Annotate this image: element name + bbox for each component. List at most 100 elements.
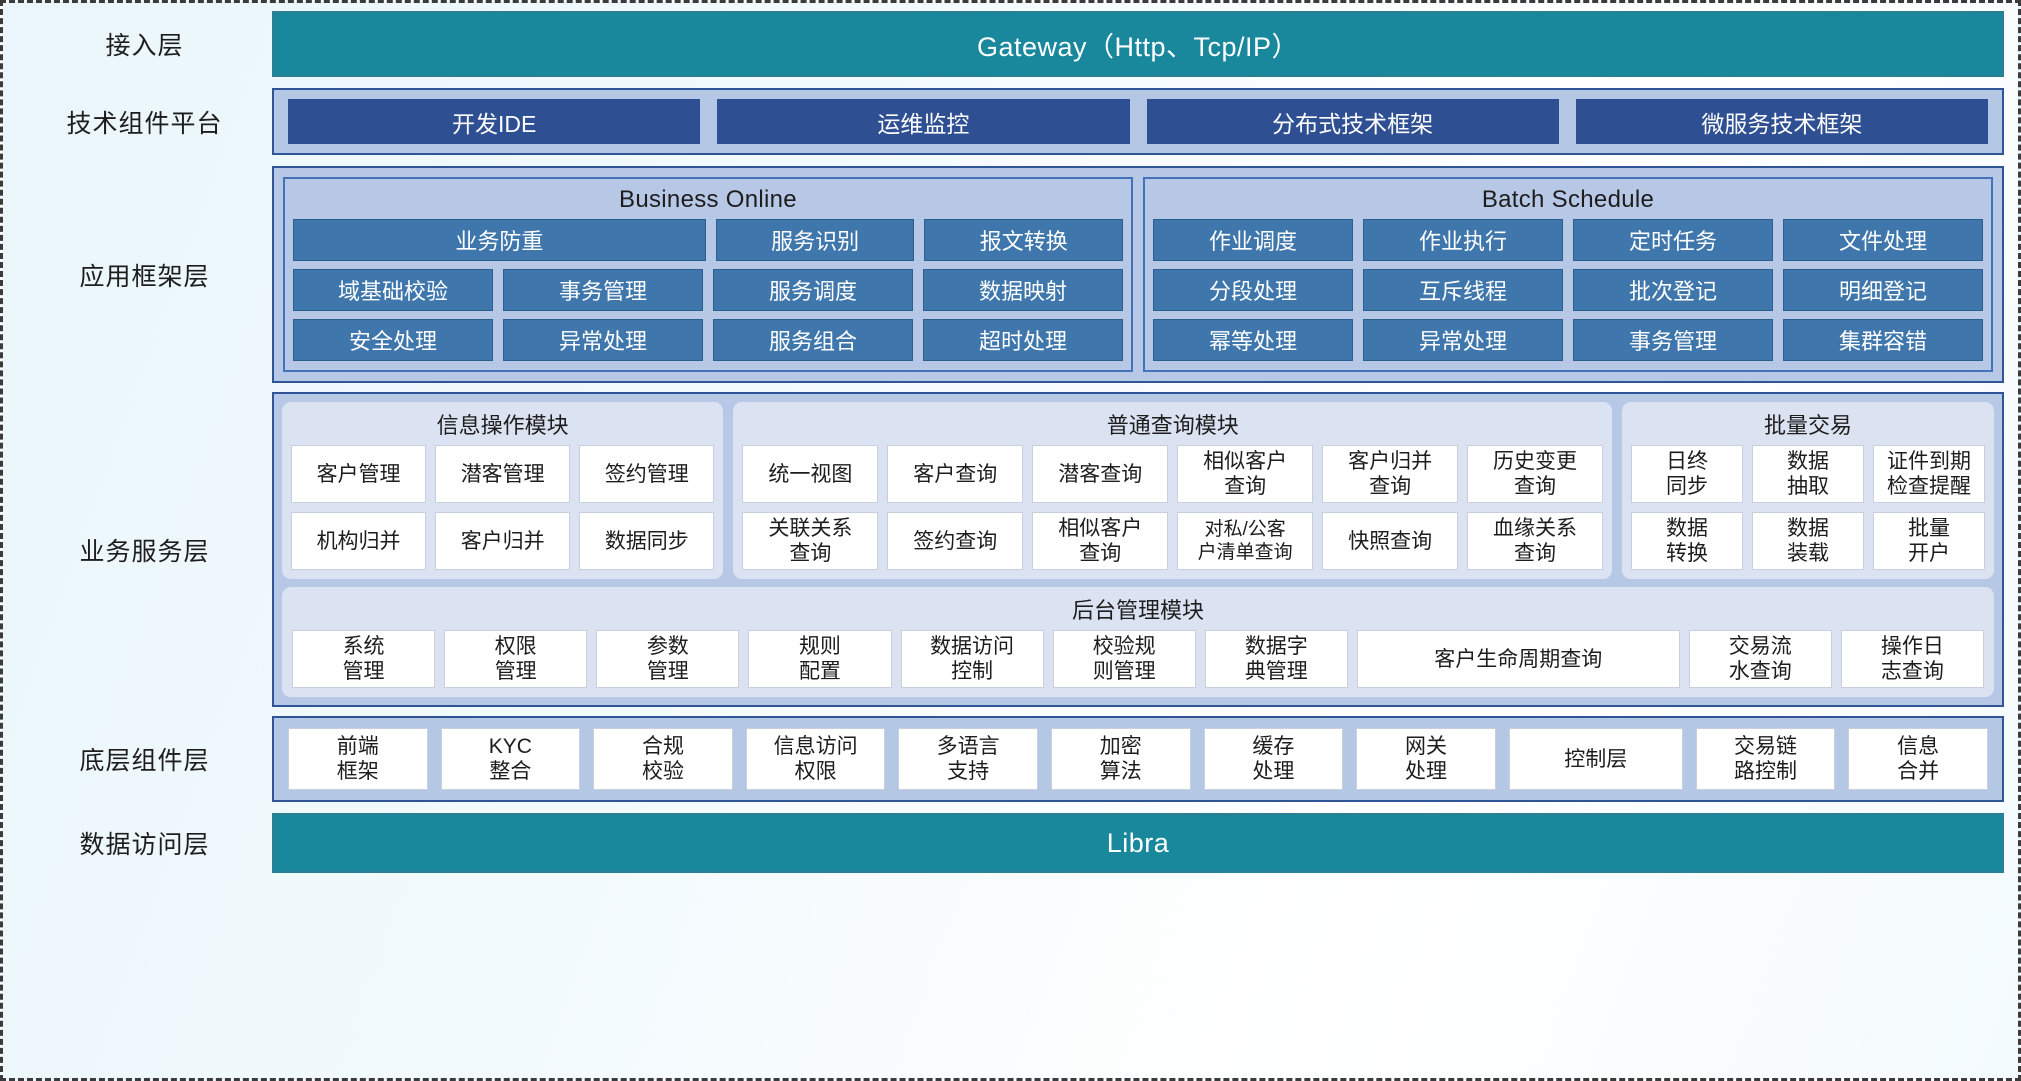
biz-service-label: 业务服务层: [79, 537, 210, 566]
bo-chip-svcsched[interactable]: 服务调度: [713, 269, 913, 311]
info-chip-custmgmt[interactable]: 客户管理: [291, 445, 427, 503]
query-chip-similarcust2[interactable]: 相似客户 查询: [1032, 512, 1169, 570]
base-chip-infomerge[interactable]: 信息 合并: [1848, 728, 1988, 790]
bs-chip-detailreg[interactable]: 明细登记: [1783, 269, 1983, 311]
bs-chip-cluster[interactable]: 集群容错: [1783, 319, 1983, 361]
business-online-grid: 业务防重 服务识别 报文转换 域基础校验 事务管理 服务调度 数据映射 安全处理: [293, 219, 1123, 361]
admin-module-row: 系统 管理 权限 管理 参数 管理 规则 配置 数据访问 控制 校验规 则管理 …: [292, 630, 1984, 688]
bo-chip-txnmgmt[interactable]: 事务管理: [503, 269, 703, 311]
base-chip-i18n[interactable]: 多语言 支持: [898, 728, 1038, 790]
base-chip-kyc[interactable]: KYC 整合: [440, 728, 581, 790]
batch-chip-load[interactable]: 数据 装载: [1752, 512, 1864, 570]
biz-upper-groups: 信息操作模块 客户管理 潜客管理 签约管理 机构归并 客户归并 数据同步: [282, 402, 1994, 579]
batch-schedule-group: Batch Schedule 作业调度 作业执行 定时任务 文件处理 分段处理 …: [1143, 177, 1993, 372]
batch-module-row-2: 数据 转换 数据 装载 批量 开户: [1631, 512, 1985, 570]
access-layer-body: Gateway（Http、Tcp/IP）: [272, 11, 2004, 77]
access-layer-row: 接入层 Gateway（Http、Tcp/IP）: [17, 11, 2004, 77]
query-chip-leadquery[interactable]: 潜客查询: [1032, 445, 1169, 503]
batch-schedule-row-3: 幂等处理 异常处理 事务管理 集群容错: [1153, 319, 1983, 361]
info-chip-contractmgmt[interactable]: 签约管理: [579, 445, 715, 503]
bo-chip-exception[interactable]: 异常处理: [503, 319, 703, 361]
gateway-bar[interactable]: Gateway（Http、Tcp/IP）: [272, 11, 2004, 77]
bs-chip-jobexec[interactable]: 作业执行: [1363, 219, 1563, 261]
base-chip-encryption[interactable]: 加密 算法: [1050, 728, 1191, 790]
base-chip-cache[interactable]: 缓存 处理: [1203, 728, 1344, 790]
batch-chip-transform[interactable]: 数据 转换: [1631, 512, 1743, 570]
bs-chip-mutex[interactable]: 互斥线程: [1363, 269, 1563, 311]
bo-chip-msgconv[interactable]: 报文转换: [924, 219, 1123, 261]
query-chip-custmergeq[interactable]: 客户归并 查询: [1322, 445, 1459, 503]
query-chip-historychange[interactable]: 历史变更 查询: [1467, 445, 1603, 503]
data-access-body: Libra: [272, 813, 2004, 873]
base-component-band: 前端 框架 KYC 整合 合规 校验 信息访问 权限 多语言 支持 加密 算法 …: [272, 716, 2004, 802]
tech-chip-ops[interactable]: 运维监控: [717, 99, 1130, 144]
base-component-row: 底层组件层 前端 框架 KYC 整合 合规 校验 信息访问 权限 多语言 支持 …: [17, 716, 2004, 802]
bo-chip-security[interactable]: 安全处理: [293, 319, 493, 361]
app-framework-row: 应用框架层 Business Online 业务防重 服务识别 报文转换 域基础…: [17, 166, 2004, 383]
tech-platform-label: 技术组件平台: [66, 109, 223, 138]
bs-chip-idempotent[interactable]: 幂等处理: [1153, 319, 1353, 361]
tech-chip-distributed[interactable]: 分布式技术框架: [1146, 99, 1559, 144]
admin-chip-authmgmt[interactable]: 权限 管理: [444, 630, 588, 688]
query-chip-relation[interactable]: 关联关系 查询: [742, 512, 879, 570]
base-chip-frontend[interactable]: 前端 框架: [288, 728, 428, 790]
app-framework-body: Business Online 业务防重 服务识别 报文转换 域基础校验 事务管…: [272, 166, 2004, 383]
bo-chip-timeout[interactable]: 超时处理: [923, 319, 1123, 361]
bs-chip-jobsched[interactable]: 作业调度: [1153, 219, 1353, 261]
query-chip-retailcorp[interactable]: 对私/公客 户清单查询: [1177, 512, 1314, 570]
bo-chip-antidup[interactable]: 业务防重: [293, 219, 706, 261]
data-access-label: 数据访问层: [79, 831, 210, 859]
biz-service-body: 信息操作模块 客户管理 潜客管理 签约管理 机构归并 客户归并 数据同步: [272, 392, 2004, 707]
tech-chip-ide[interactable]: 开发IDE: [288, 99, 701, 144]
base-component-body: 前端 框架 KYC 整合 合规 校验 信息访问 权限 多语言 支持 加密 算法 …: [272, 716, 2004, 802]
batch-chip-openaccount[interactable]: 批量 开户: [1872, 512, 1985, 570]
access-layer-label: 接入层: [105, 32, 184, 60]
admin-chip-lifecycle[interactable]: 客户生命周期查询: [1356, 630, 1680, 688]
admin-chip-txnflow[interactable]: 交易流 水查询: [1688, 630, 1832, 688]
admin-chip-datadict[interactable]: 数据字 典管理: [1204, 630, 1348, 688]
batch-module-title: 批量交易: [1763, 413, 1852, 438]
batch-chip-idexpiry[interactable]: 证件到期 检查提醒: [1872, 445, 1985, 503]
bs-chip-fileproc[interactable]: 文件处理: [1783, 219, 1983, 261]
tech-platform-band: 开发IDE 运维监控 分布式技术框架 微服务技术框架: [272, 88, 2004, 155]
tech-chip-microsvc[interactable]: 微服务技术框架: [1575, 99, 1988, 144]
batch-chip-eodsync[interactable]: 日终 同步: [1631, 445, 1743, 503]
admin-chip-oplog[interactable]: 操作日 志查询: [1840, 630, 1984, 688]
query-chip-unifiedview[interactable]: 统一视图: [742, 445, 879, 503]
bs-chip-segment[interactable]: 分段处理: [1153, 269, 1353, 311]
business-online-row-2: 域基础校验 事务管理 服务调度 数据映射: [293, 269, 1123, 311]
base-chip-infoaccess[interactable]: 信息访问 权限: [745, 728, 886, 790]
base-chip-gateway[interactable]: 网关 处理: [1356, 728, 1496, 790]
bo-chip-svccompose[interactable]: 服务组合: [713, 319, 913, 361]
info-chip-datasync[interactable]: 数据同步: [579, 512, 715, 570]
bs-chip-batchreg[interactable]: 批次登记: [1573, 269, 1773, 311]
batch-chip-extract[interactable]: 数据 抽取: [1752, 445, 1864, 503]
bo-chip-svcident[interactable]: 服务识别: [715, 219, 915, 261]
query-chip-similarcust[interactable]: 相似客户 查询: [1177, 445, 1314, 503]
batch-schedule-row-2: 分段处理 互斥线程 批次登记 明细登记: [1153, 269, 1983, 311]
info-chip-leadmgmt[interactable]: 潜客管理: [435, 445, 571, 503]
query-chip-custquery[interactable]: 客户查询: [887, 445, 1024, 503]
base-chip-txnchain[interactable]: 交易链 路控制: [1695, 728, 1836, 790]
admin-chip-validrule[interactable]: 校验规 则管理: [1052, 630, 1196, 688]
query-chip-lineage[interactable]: 血缘关系 查询: [1467, 512, 1603, 570]
admin-chip-dataaccessctl[interactable]: 数据访问 控制: [900, 630, 1044, 688]
info-chip-orgmerge[interactable]: 机构归并: [291, 512, 427, 570]
bs-chip-exception[interactable]: 异常处理: [1363, 319, 1563, 361]
base-chip-compliance[interactable]: 合规 校验: [593, 728, 733, 790]
admin-chip-ruleconfig[interactable]: 规则 配置: [748, 630, 892, 688]
query-chip-contractquery[interactable]: 签约查询: [887, 512, 1024, 570]
admin-chip-sysmgmt[interactable]: 系统 管理: [292, 630, 436, 688]
bo-chip-domaincheck[interactable]: 域基础校验: [293, 269, 493, 311]
admin-chip-paramgmt[interactable]: 参数 管理: [596, 630, 740, 688]
bs-chip-timedtask[interactable]: 定时任务: [1573, 219, 1773, 261]
info-chip-custmerge[interactable]: 客户归并: [435, 512, 571, 570]
batch-schedule-row-1: 作业调度 作业执行 定时任务 文件处理: [1153, 219, 1983, 261]
bs-chip-txnmgmt[interactable]: 事务管理: [1573, 319, 1773, 361]
info-module-group: 信息操作模块 客户管理 潜客管理 签约管理 机构归并 客户归并 数据同步: [282, 402, 724, 579]
libra-bar[interactable]: Libra: [272, 813, 2004, 873]
query-chip-snapshot[interactable]: 快照查询: [1322, 512, 1459, 570]
bo-chip-datamap[interactable]: 数据映射: [923, 269, 1123, 311]
biz-service-panel: 信息操作模块 客户管理 潜客管理 签约管理 机构归并 客户归并 数据同步: [272, 392, 2004, 707]
base-chip-controllayer[interactable]: 控制层: [1508, 728, 1683, 790]
